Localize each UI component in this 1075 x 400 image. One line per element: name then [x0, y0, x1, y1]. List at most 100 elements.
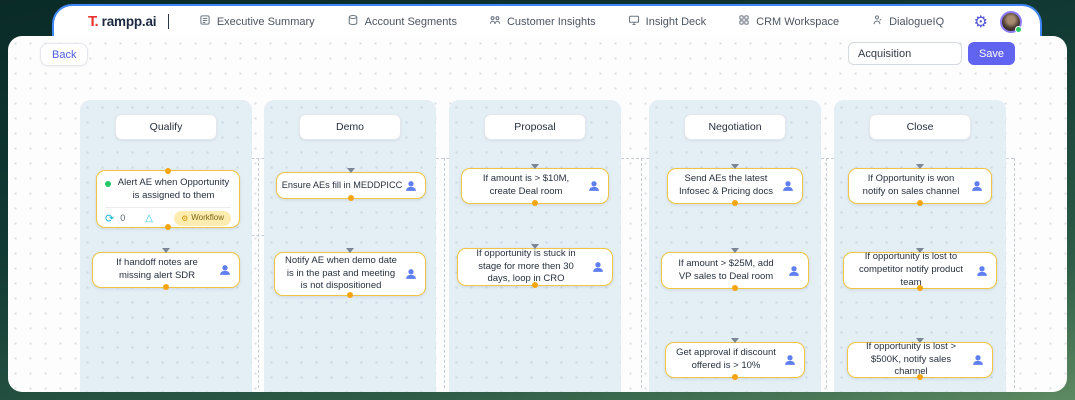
workflow-card[interactable]: Send AEs the latest Infosec & Pricing do…	[667, 164, 803, 206]
nav-item-customer-insights[interactable]: Customer Insights	[489, 14, 596, 29]
agent-icon	[591, 260, 605, 274]
card-text: If opportunity is lost to competitor not…	[858, 251, 964, 288]
nav-item-executive-summary[interactable]: Executive Summary	[199, 14, 315, 29]
connector-dot	[732, 285, 738, 291]
agent-icon	[587, 179, 601, 193]
connector-arrow	[731, 164, 739, 169]
nav-item-label: Customer Insights	[506, 15, 596, 28]
stage-label-demo[interactable]: Demo	[299, 114, 401, 140]
connector-line	[1014, 158, 1015, 388]
connector-arrow	[346, 248, 354, 253]
agent-icon	[971, 353, 985, 367]
nav-item-insight-deck[interactable]: Insight Deck	[628, 14, 706, 29]
card-text: If opportunity is lost > $500K, notify s…	[865, 340, 957, 378]
connector-line	[735, 158, 920, 159]
connector-line	[444, 158, 445, 388]
connector-dot	[347, 292, 353, 298]
connector-arrow	[531, 244, 539, 249]
connector-dot	[165, 168, 171, 174]
nav-item-label: Account Segments	[364, 15, 457, 28]
card-text: If amount > $25M, add VP sales to Deal r…	[678, 257, 774, 282]
connector-line	[350, 158, 535, 159]
stage-label-qualify[interactable]: Qualify	[115, 114, 217, 140]
dialogue-icon	[871, 14, 883, 29]
card-text: If Opportunity is won notify on sales ch…	[862, 173, 960, 197]
card-text: Alert AE when Opportunity is assigned to…	[117, 177, 230, 201]
automation-count: 0	[120, 213, 126, 224]
workflow-card[interactable]: If amount is > $10M, create Deal room	[461, 164, 609, 206]
save-button[interactable]: Save	[968, 42, 1015, 65]
report-icon	[199, 14, 211, 29]
stage-label-negotiation[interactable]: Negotiation	[684, 114, 786, 140]
card-text: If handoff notes are missing alert SDR	[116, 257, 198, 281]
workflow-card[interactable]: If amount > $25M, add VP sales to Deal r…	[661, 248, 809, 291]
connector-arrow	[162, 248, 170, 253]
agent-icon	[404, 267, 418, 281]
connector-arrow	[916, 338, 924, 343]
badge-label: Workflow	[191, 213, 224, 223]
avatar-status-dot	[1014, 25, 1022, 33]
automation-icon: ⟳	[105, 212, 115, 226]
browser-tab: T. rampp.ai Executive Summary Account Se…	[52, 4, 1042, 37]
workflow-card[interactable]: If opportunity is stuck in stage for mor…	[457, 244, 613, 288]
connector-dot	[917, 374, 923, 380]
back-button[interactable]: Back	[40, 43, 89, 66]
pipeline-name-input[interactable]	[848, 42, 962, 65]
workflow-card[interactable]: If opportunity is lost to competitor not…	[843, 248, 997, 291]
pipeline-canvas: Back Save Qualify Demo Proposal Negotiat…	[8, 36, 1067, 392]
connector-arrow	[731, 338, 739, 343]
connector-dot	[532, 200, 538, 206]
workflow-card[interactable]: Ensure AEs fill in MEDDPICC	[276, 168, 426, 201]
brand-name: rampp.ai	[101, 14, 157, 29]
workflow-card[interactable]: Get approval if discount offered is > 10…	[665, 338, 805, 380]
badge-gear-icon: ⚙	[181, 213, 189, 223]
agent-icon	[787, 264, 801, 278]
nav-item-label: Executive Summary	[216, 15, 315, 28]
connector-line	[258, 158, 259, 388]
connector-arrow	[347, 168, 355, 173]
stage-label-close[interactable]: Close	[869, 114, 971, 140]
brand-logo[interactable]: T. rampp.ai	[88, 13, 157, 30]
agent-icon	[975, 264, 989, 278]
settings-gear-icon[interactable]: ⚙	[973, 11, 988, 31]
card-text: Notify AE when demo date is in the past …	[285, 254, 397, 292]
nav-item-dialogueiq[interactable]: DialogueIQ	[871, 14, 944, 29]
monitor-icon	[628, 14, 640, 29]
stage-column-qualify: Qualify	[80, 100, 252, 392]
stage-column-demo: Demo	[264, 100, 436, 392]
nav-item-label: DialogueIQ	[889, 15, 945, 28]
nav-item-label: CRM Workspace	[756, 15, 840, 28]
nav-divider	[168, 14, 170, 29]
connector-dot	[732, 200, 738, 206]
connector-line	[535, 158, 735, 159]
nav-item-account-segments[interactable]: Account Segments	[347, 14, 457, 29]
people-network-icon	[489, 14, 501, 29]
agent-icon	[781, 179, 795, 193]
connector-arrow	[916, 164, 924, 169]
connector-dot	[163, 284, 169, 290]
connector-line	[826, 158, 827, 388]
warning-triangle-icon: △	[145, 212, 153, 224]
status-dot	[105, 181, 111, 187]
connector-dot	[917, 200, 923, 206]
stage-label-proposal[interactable]: Proposal	[484, 114, 586, 140]
connector-arrow	[916, 248, 924, 253]
agent-icon	[218, 263, 232, 277]
workflow-card[interactable]: If opportunity is lost > $500K, notify s…	[847, 338, 993, 380]
main-nav: Executive Summary Account Segments Custo…	[199, 14, 944, 29]
workflow-card[interactable]: If handoff notes are missing alert SDR	[92, 248, 240, 290]
connector-dot	[348, 195, 354, 201]
grid-icon	[738, 14, 750, 29]
brand-mark-icon: T.	[88, 13, 99, 30]
workflow-card[interactable]: Alert AE when Opportunity is assigned to…	[96, 168, 240, 230]
workflow-card[interactable]: If Opportunity is won notify on sales ch…	[848, 164, 992, 206]
connector-dot	[732, 374, 738, 380]
card-text: Ensure AEs fill in MEDDPICC	[281, 180, 403, 191]
card-text: Send AEs the latest Infosec & Pricing do…	[679, 173, 773, 197]
card-text: If amount is > $10M, create Deal room	[482, 173, 570, 197]
nav-item-crm-workspace[interactable]: CRM Workspace	[738, 14, 839, 29]
card-text: If opportunity is stuck in stage for mor…	[476, 247, 576, 285]
workflow-card[interactable]: Notify AE when demo date is in the past …	[274, 248, 426, 298]
connector-arrow	[731, 248, 739, 253]
user-avatar[interactable]	[999, 10, 1022, 33]
